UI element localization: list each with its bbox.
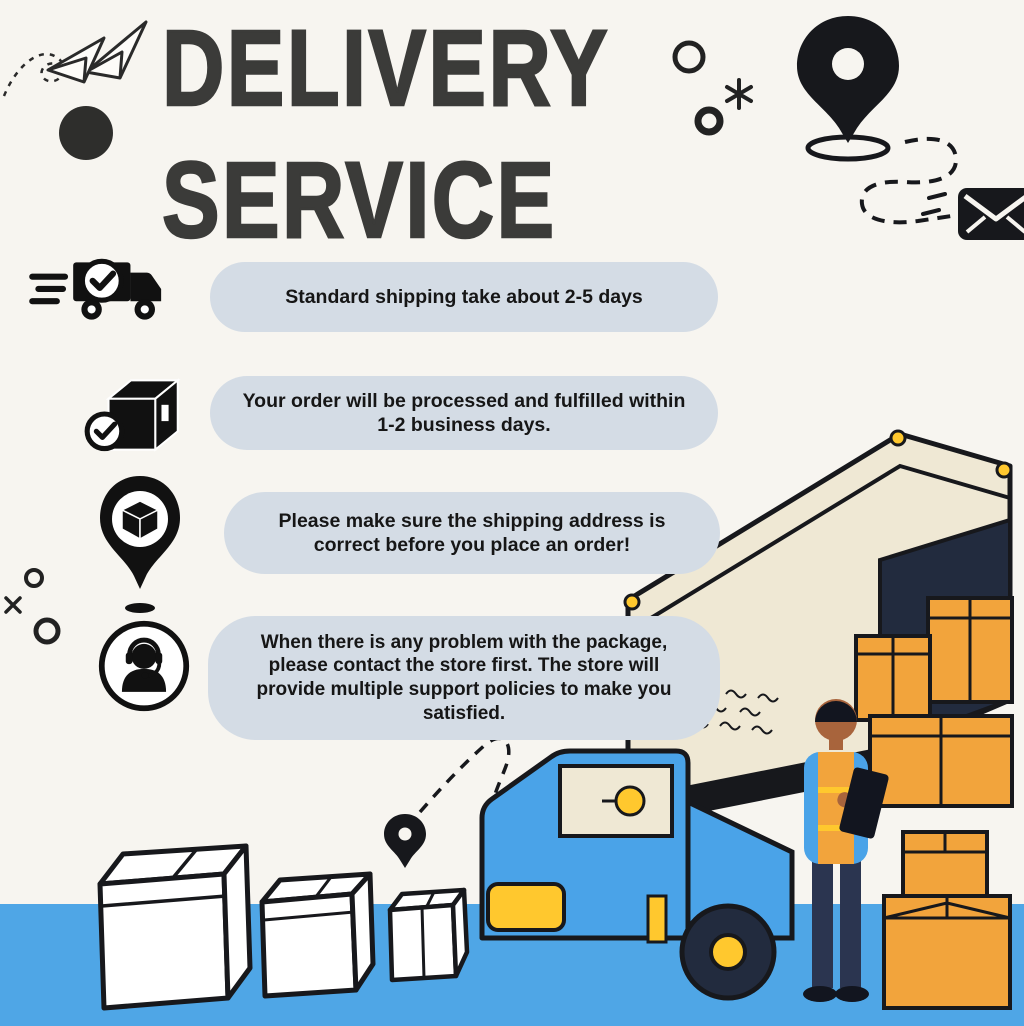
cargo-boxes xyxy=(854,596,1014,808)
express-truck-icon xyxy=(26,246,194,336)
address-check-pill: Please make sure the shipping address is… xyxy=(224,492,720,574)
support-policy-text: When there is any problem with the packa… xyxy=(256,631,672,724)
address-pin-icon xyxy=(90,472,190,617)
shipping-time-pill: Standard shipping take about 2-5 days xyxy=(210,262,718,332)
sketch-circle-small xyxy=(672,40,706,74)
page-title: DELIVERY SERVICE xyxy=(161,2,722,266)
destination-pin-icon xyxy=(797,16,899,143)
paper-plane-icon-2 xyxy=(46,36,106,84)
paper-plane-icon-1 xyxy=(84,20,148,80)
lineart-box-small xyxy=(387,887,470,983)
title-line-2: SERVICE xyxy=(161,138,557,261)
cab-step xyxy=(646,894,668,944)
box-stack xyxy=(882,830,1012,1010)
trail-pin-icon xyxy=(384,814,426,868)
lineart-box-large xyxy=(97,843,253,1011)
courier-illustration xyxy=(803,699,889,1002)
cab-bumper xyxy=(486,882,566,932)
truck-cab xyxy=(479,748,795,1001)
mail-icon xyxy=(921,188,1024,240)
route-dashes xyxy=(859,136,959,225)
lineart-box-medium xyxy=(259,871,376,999)
delivery-trail xyxy=(418,736,511,882)
sketch-circle-large xyxy=(694,106,724,136)
sparkle-left-icon xyxy=(4,596,22,614)
sparkle-icon xyxy=(725,78,753,110)
doodle-circles-right xyxy=(672,40,753,136)
ink-dot xyxy=(59,106,113,160)
cab-horn xyxy=(614,785,646,817)
shipping-time-text: Standard shipping take about 2-5 days xyxy=(285,285,643,308)
clipboard xyxy=(839,767,889,839)
support-policy-pill: When there is any problem with the packa… xyxy=(208,616,720,740)
package-check-icon xyxy=(78,364,192,466)
pin-ripple xyxy=(805,134,891,162)
doodle-swirl xyxy=(2,53,65,97)
address-check-text: Please make sure the shipping address is… xyxy=(278,509,666,556)
title-line-1: DELIVERY xyxy=(161,6,611,129)
doodle-circles-left xyxy=(4,568,61,645)
processing-time-pill: Your order will be processed and fulfill… xyxy=(210,376,718,450)
customer-support-icon xyxy=(96,618,192,714)
processing-time-text: Your order will be processed and fulfill… xyxy=(242,389,686,436)
